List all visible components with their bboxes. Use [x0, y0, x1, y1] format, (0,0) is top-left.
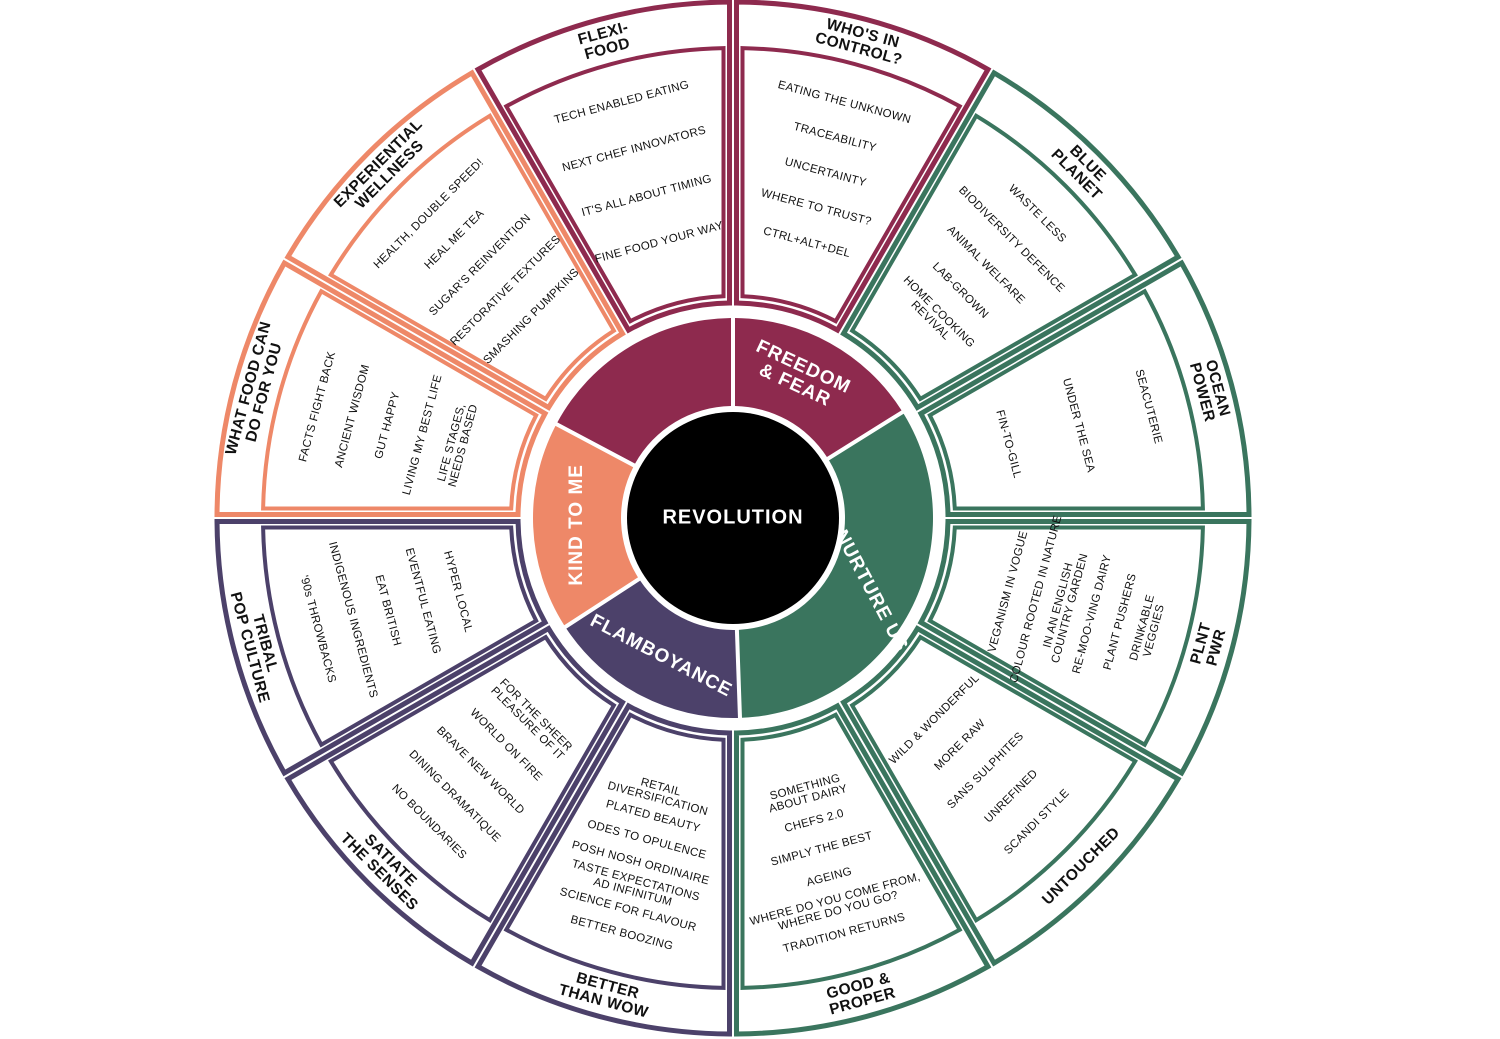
- center-label: REVOLUTION: [662, 506, 803, 528]
- section-inner-frame: [261, 525, 539, 748]
- section-inner-frame: [927, 525, 1205, 748]
- theme-segment: [533, 425, 638, 626]
- theme-segment: [566, 580, 738, 718]
- section-inner-frame: [740, 712, 963, 990]
- section-inner-frame: [740, 46, 963, 324]
- section-inner-frame: [503, 46, 726, 324]
- theme-segment: [734, 318, 902, 457]
- center-circle: [627, 412, 839, 624]
- section-inner-frame: [261, 288, 539, 511]
- section-inner-frame: [503, 712, 726, 990]
- section-inner-frame: [849, 113, 1138, 402]
- section-inner-frame: [328, 113, 617, 402]
- section-inner-frame: [328, 634, 617, 923]
- theme-segment: [557, 318, 732, 464]
- section-inner-frame: [927, 288, 1205, 511]
- section-inner-frame: [849, 634, 1138, 923]
- theme-segment: [738, 413, 933, 718]
- section-6: BETTERTHAN WOWRETAILDIVERSIFICATIONPLATE…: [474, 702, 732, 1037]
- section-0: WHO'S INCONTROL?EATING THE UNKNOWNTRACEA…: [734, 0, 992, 334]
- theme-label: KIND TO ME: [566, 464, 587, 586]
